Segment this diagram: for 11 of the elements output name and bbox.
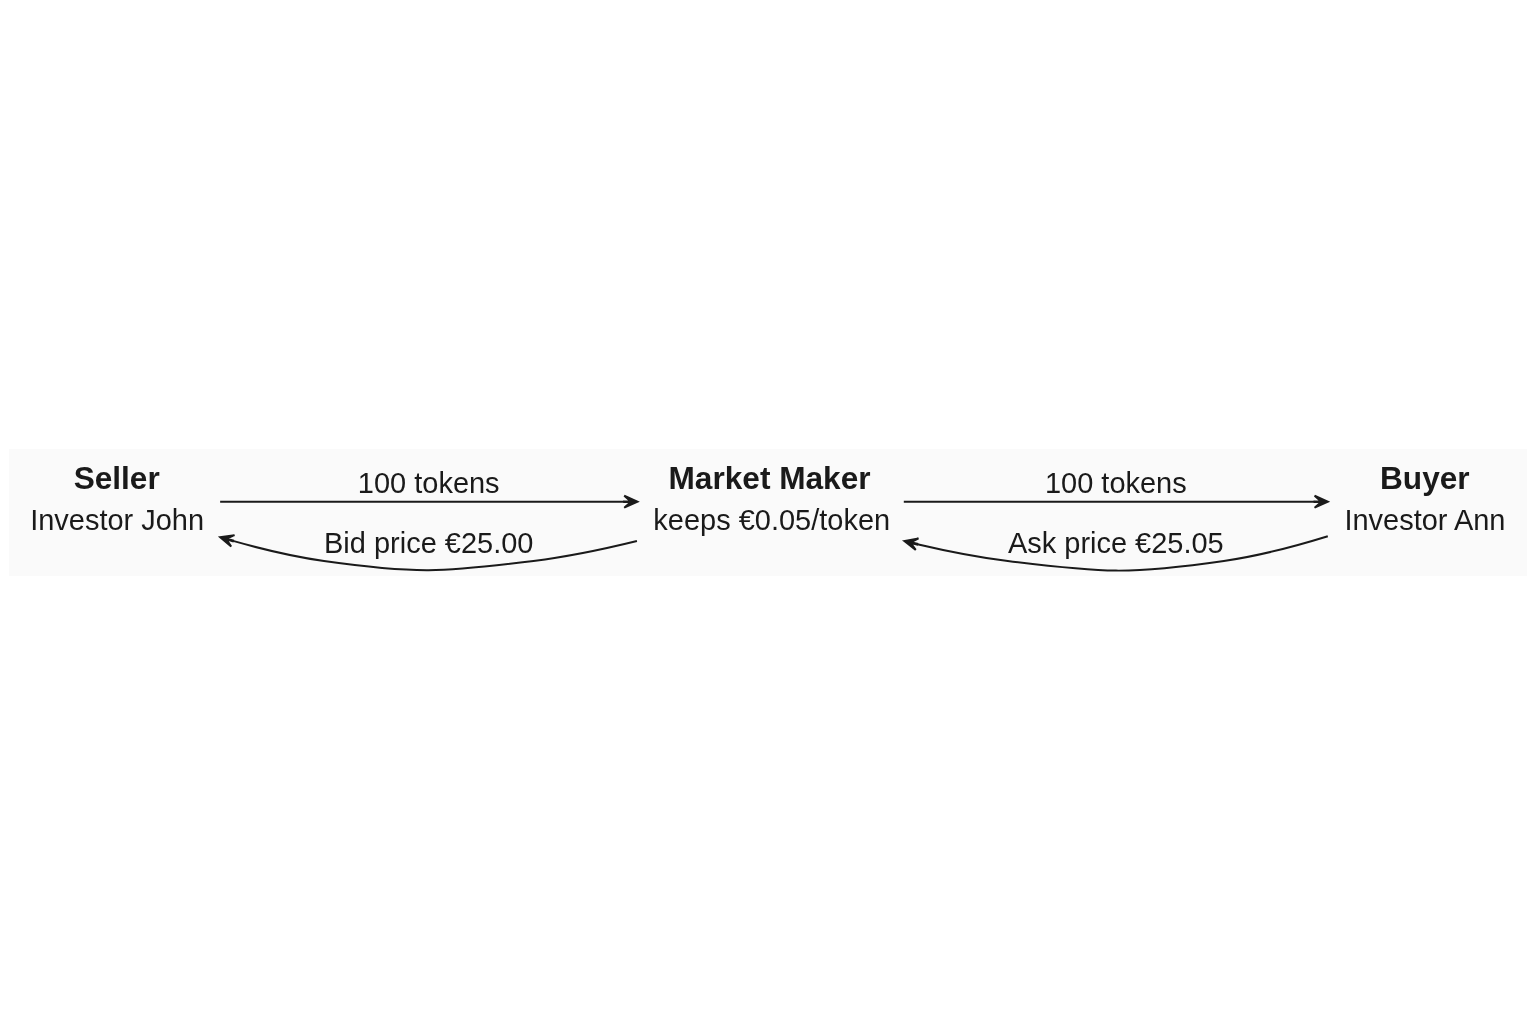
arrow xyxy=(902,494,1329,509)
edge-label: Ask price €25.05 xyxy=(1007,526,1224,559)
arrow xyxy=(219,533,638,571)
arrow xyxy=(903,534,1329,572)
node-text: Market Maker keeps €0.05/token xyxy=(653,459,891,536)
node-text: Buyer Investor Ann xyxy=(1344,459,1506,536)
node-text: Seller Investor John xyxy=(30,459,205,536)
edge-label: Bid price €25.00 xyxy=(324,526,534,559)
edge-label: 100 tokens xyxy=(1044,466,1187,499)
edge-label: 100 tokens xyxy=(357,466,500,499)
arrow xyxy=(219,494,639,509)
